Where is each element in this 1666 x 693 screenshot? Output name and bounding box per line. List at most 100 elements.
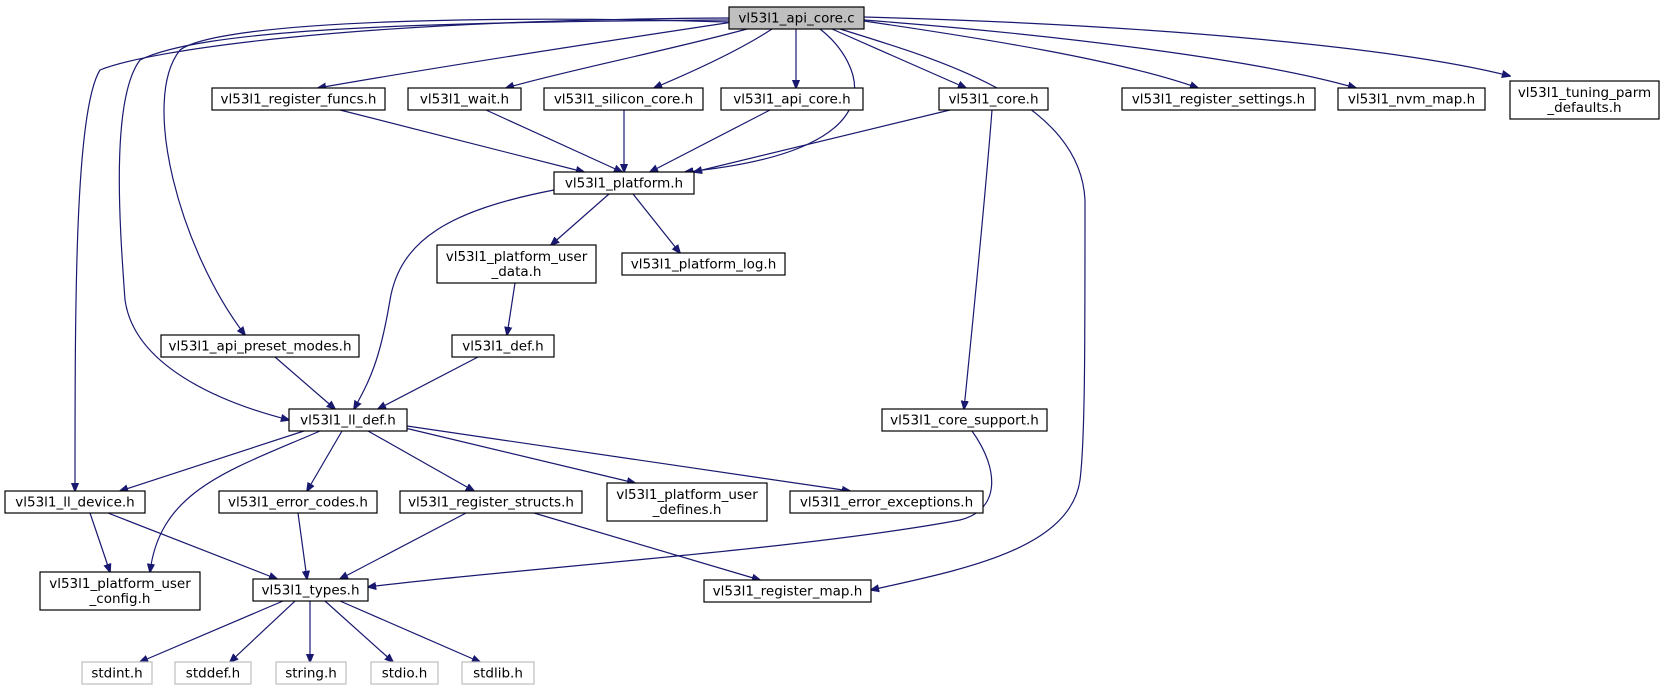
edge-register_funcs-to-platform: [339, 109, 584, 172]
node-box: [370, 661, 439, 685]
node-stdlib[interactable]: stdlib.h: [461, 661, 535, 685]
node-platform_user_data[interactable]: vl53l1_platform_user_data.h: [436, 244, 597, 284]
edge-wait-to-platform: [485, 109, 622, 172]
node-box: [553, 171, 695, 195]
node-box: [218, 490, 378, 514]
node-box: [621, 252, 786, 276]
edge-ll_device-to-platform_user_config: [89, 512, 110, 572]
edge-platform_user_data-to-def: [507, 282, 516, 335]
edge-error_codes-to-types: [297, 512, 307, 579]
node-platform_user_config[interactable]: vl53l1_platform_user_config.h: [39, 571, 201, 611]
node-register_funcs[interactable]: vl53l1_register_funcs.h: [211, 87, 386, 111]
node-box: [728, 6, 865, 30]
edge-api_core_c-to-tuning_parm: [863, 16, 1510, 76]
edge-core_h-to-core_support: [964, 109, 993, 409]
node-stdint[interactable]: stdint.h: [81, 661, 153, 685]
node-label: vl53l1_core_support.h: [890, 413, 1039, 429]
edge-ll_def-to-error_codes: [307, 430, 343, 491]
edge-register_structs-to-register_map: [533, 512, 760, 580]
node-label: _config.h: [89, 591, 151, 607]
node-label: vl53l1_api_preset_modes.h: [168, 339, 351, 355]
node-ll_device[interactable]: vl53l1_ll_device.h: [4, 490, 146, 514]
edge-core_h-to-platform: [694, 109, 951, 172]
node-platform_user_defines[interactable]: vl53l1_platform_user_defines.h: [606, 482, 768, 522]
node-api_preset_modes[interactable]: vl53l1_api_preset_modes.h: [160, 334, 360, 358]
node-error_exceptions[interactable]: vl53l1_error_exceptions.h: [789, 490, 984, 514]
node-platform_log[interactable]: vl53l1_platform_log.h: [621, 252, 786, 276]
edge-api_core_c-to-nvm_map: [863, 19, 1356, 88]
node-nvm_map[interactable]: vl53l1_nvm_map.h: [1337, 87, 1486, 111]
node-box: [789, 490, 984, 514]
node-label: vl53l1_platform_user: [616, 487, 758, 503]
edge-ll_device-to-types: [107, 512, 277, 579]
node-box: [436, 244, 597, 284]
node-label: _data.h: [490, 264, 541, 280]
edge-types-to-stddef: [230, 600, 296, 662]
node-api_core_h[interactable]: vl53l1_api_core.h: [720, 87, 864, 111]
node-core_support[interactable]: vl53l1_core_support.h: [881, 408, 1048, 432]
edge-ll_def-to-ll_device: [120, 430, 305, 491]
edge-api_core_c-to-ll_def: [118, 19, 730, 420]
node-box: [543, 87, 704, 111]
node-stdio[interactable]: stdio.h: [370, 661, 439, 685]
node-label: vl53l1_tuning_parm: [1518, 85, 1651, 101]
edge-platform-to-platform_log: [632, 193, 680, 253]
node-silicon_core[interactable]: vl53l1_silicon_core.h: [543, 87, 704, 111]
node-label: vl53l1_silicon_core.h: [554, 92, 693, 108]
edge-platform-to-ll_def: [354, 189, 555, 409]
edge-types-to-stdio: [324, 600, 393, 662]
node-label: string.h: [285, 666, 337, 682]
node-api_core_c[interactable]: vl53l1_api_core.c: [728, 6, 865, 30]
edge-ll_def-to-platform_user_defines: [404, 427, 635, 483]
node-box: [4, 490, 146, 514]
node-box: [881, 408, 1048, 432]
node-register_structs[interactable]: vl53l1_register_structs.h: [399, 490, 583, 514]
nodes-layer: vl53l1_api_core.c vl53l1_register_funcs.h…: [4, 6, 1660, 685]
node-def[interactable]: vl53l1_def.h: [451, 334, 555, 358]
edge-ll_def-to-register_structs: [367, 430, 474, 491]
node-box: [252, 578, 369, 602]
edge-types-to-stdint: [140, 600, 284, 662]
node-types[interactable]: vl53l1_types.h: [252, 578, 369, 602]
node-error_codes[interactable]: vl53l1_error_codes.h: [218, 490, 378, 514]
node-platform[interactable]: vl53l1_platform.h: [553, 171, 695, 195]
node-box: [720, 87, 864, 111]
edge-types-to-stdlib: [339, 600, 480, 662]
node-box: [160, 334, 360, 358]
node-box: [174, 661, 252, 685]
node-label: vl53l1_register_settings.h: [1132, 92, 1306, 108]
node-box: [407, 87, 522, 111]
node-stddef[interactable]: stddef.h: [174, 661, 252, 685]
node-label: vl53l1_error_codes.h: [228, 495, 368, 511]
node-box: [451, 334, 555, 358]
edge-api_core_c-to-ll_device: [75, 17, 730, 491]
node-box: [81, 661, 153, 685]
node-box: [461, 661, 535, 685]
node-box: [211, 87, 386, 111]
edge-api_core_h-to-platform: [650, 109, 771, 172]
edge-ll_def-to-error_exceptions: [406, 425, 850, 491]
node-box: [703, 579, 872, 603]
edge-api_core_c-to-register_settings: [863, 20, 1198, 88]
node-wait[interactable]: vl53l1_wait.h: [407, 87, 522, 111]
node-box: [275, 661, 347, 685]
node-string[interactable]: string.h: [275, 661, 347, 685]
node-label: vl53l1_types.h: [261, 583, 359, 599]
node-label: vl53l1_def.h: [462, 339, 544, 355]
node-register_settings[interactable]: vl53l1_register_settings.h: [1121, 87, 1316, 111]
node-register_map[interactable]: vl53l1_register_map.h: [703, 579, 872, 603]
edge-platform-to-platform_user_data: [551, 193, 610, 245]
node-label: vl53l1_ll_device.h: [15, 495, 134, 511]
node-ll_def[interactable]: vl53l1_ll_def.h: [288, 408, 408, 432]
edge-api_core_c-to-register_map: [839, 28, 1086, 590]
node-box: [606, 482, 768, 522]
node-label: vl53l1_wait.h: [420, 92, 509, 108]
edge-core_support-to-types: [368, 430, 993, 587]
node-box: [1337, 87, 1486, 111]
node-core_h[interactable]: vl53l1_core.h: [938, 87, 1049, 111]
node-label: vl53l1_api_core.c: [738, 11, 854, 27]
node-tuning_parm[interactable]: vl53l1_tuning_parm_defaults.h: [1509, 80, 1660, 120]
node-label: vl53l1_platform_log.h: [631, 257, 777, 273]
node-box: [938, 87, 1049, 111]
node-label: vl53l1_core.h: [948, 92, 1038, 108]
